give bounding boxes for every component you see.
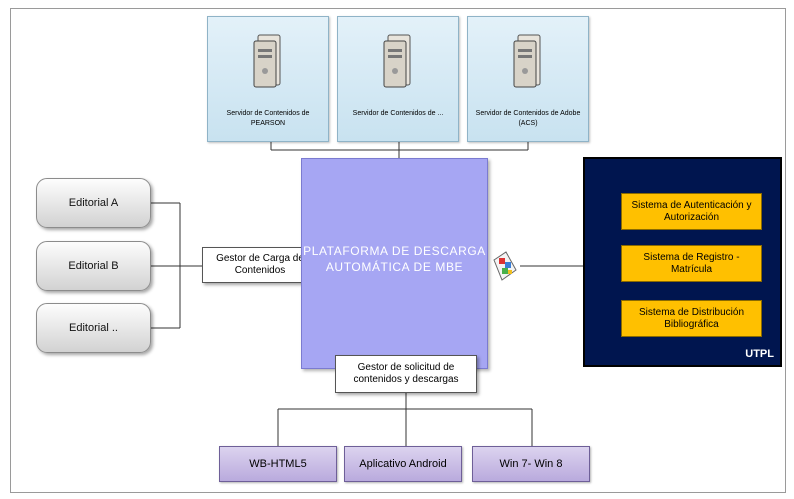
server-other: Servidor de Contenidos de ... — [337, 16, 459, 142]
server-label: Servidor de Contenidos de PEARSON — [226, 110, 310, 127]
gestor-carga-box: Gestor de Carga de Contenidos — [202, 247, 318, 283]
interconnect-icon — [493, 251, 517, 281]
system-authentication: Sistema de Autenticación y Autorización — [621, 193, 762, 230]
utpl-panel: Sistema de Autenticación y Autorización … — [583, 157, 782, 367]
server-icon — [513, 34, 541, 88]
server-label: Servidor de Contenidos de Adobe (ACS) — [475, 110, 581, 127]
server-pearson: Servidor de Contenidos de PEARSON — [207, 16, 329, 142]
client-android: Aplicativo Android — [344, 446, 462, 482]
editorial-a: Editorial A — [36, 178, 151, 228]
client-web-html5: WB-HTML5 — [219, 446, 337, 482]
server-label: Servidor de Contenidos de ... — [352, 110, 444, 117]
server-adobe: Servidor de Contenidos de Adobe (ACS) — [467, 16, 589, 142]
system-distribution: Sistema de Distribución Bibliográfica — [621, 300, 762, 337]
gestor-solicitud-box: Gestor de solicitud de contenidos y desc… — [335, 355, 477, 393]
system-registration: Sistema de Registro - Matrícula — [621, 245, 762, 282]
server-icon — [253, 34, 281, 88]
platform-box: PLATAFORMA DE DESCARGA AUTOMÁTICA DE MBE — [301, 158, 488, 369]
platform-title: PLATAFORMA DE DESCARGA AUTOMÁTICA DE MBE — [303, 244, 486, 274]
utpl-tag: UTPL — [745, 348, 774, 360]
server-icon — [383, 34, 411, 88]
editorial-etc: Editorial .. — [36, 303, 151, 353]
client-windows: Win 7- Win 8 — [472, 446, 590, 482]
editorial-b: Editorial B — [36, 241, 151, 291]
